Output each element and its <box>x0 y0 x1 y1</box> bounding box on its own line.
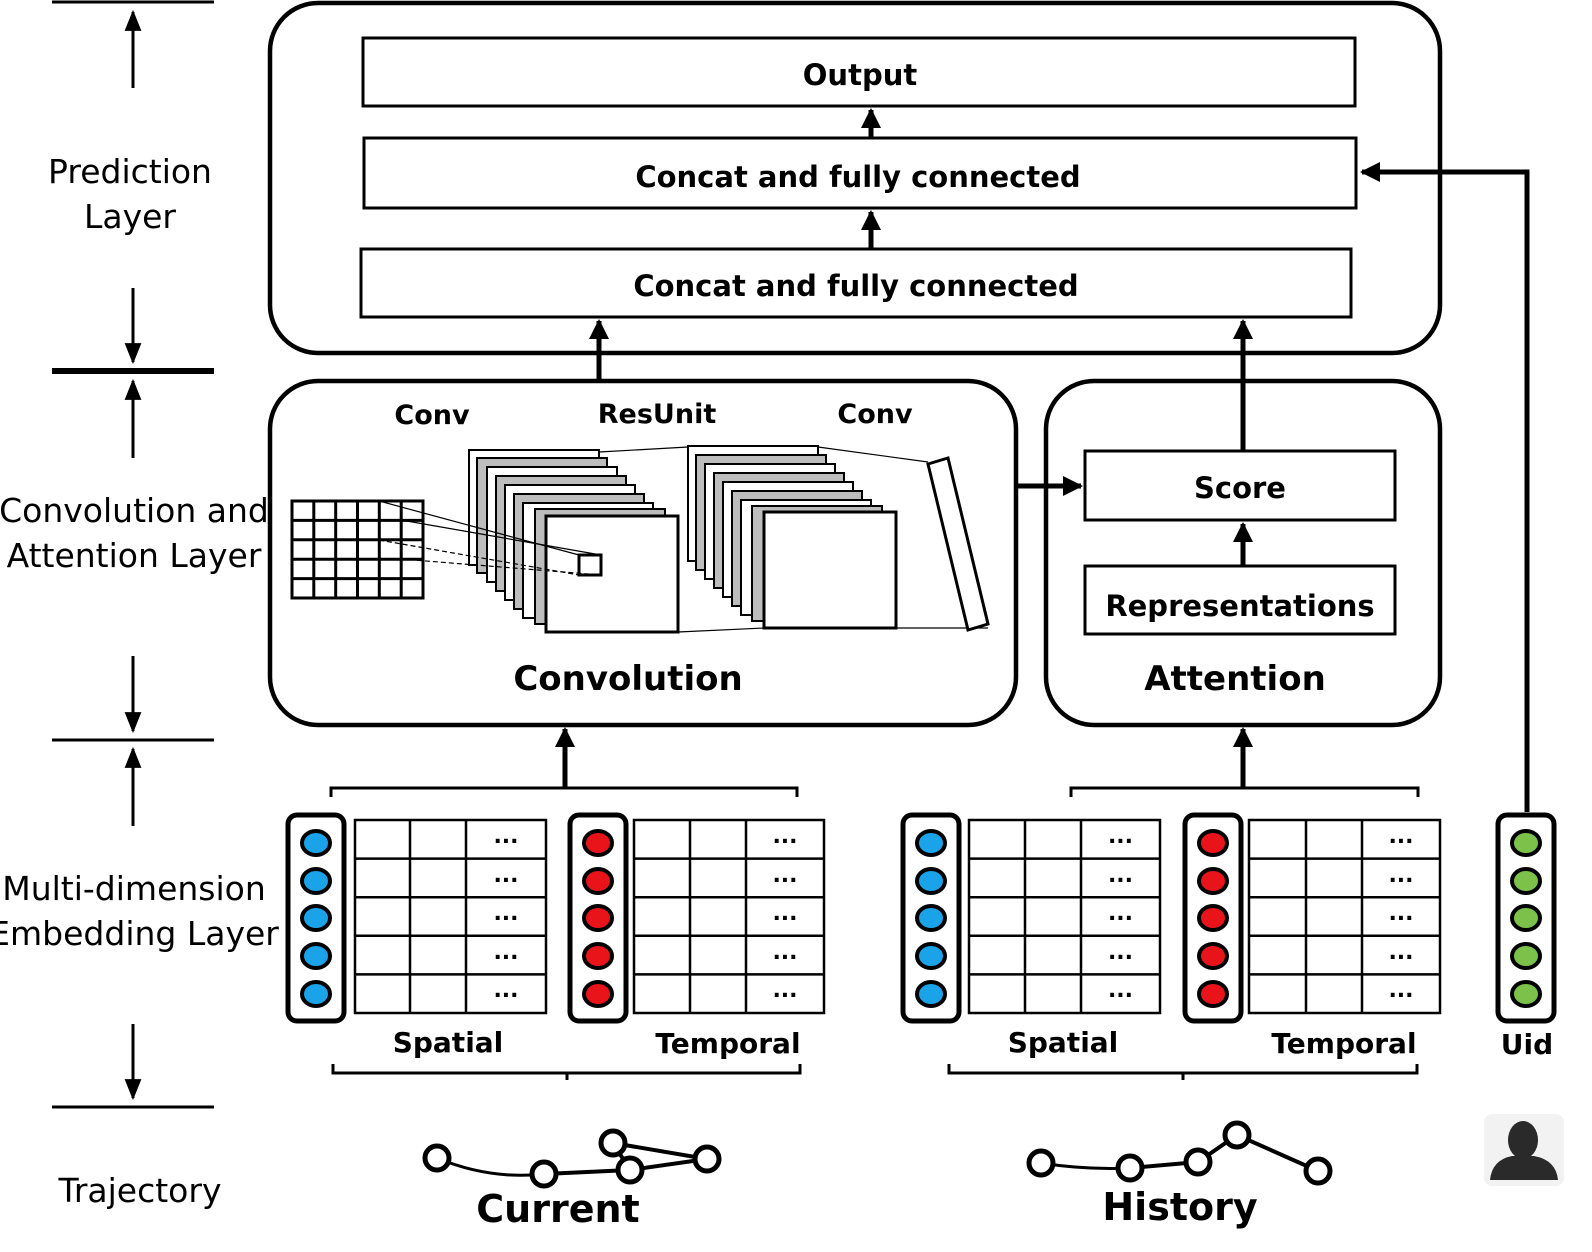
current-spatial-dot <box>300 980 332 1008</box>
feature-map-stack-1 <box>468 449 680 634</box>
history-temporal-label: Temporal <box>1271 1027 1416 1060</box>
history-temporal-table <box>1247 818 1442 1015</box>
attention-title: Attention <box>1144 659 1326 699</box>
current-spatial-ellipsis: ... <box>493 863 518 888</box>
history-spatial-ellipsis: ... <box>1108 940 1133 965</box>
history-temporal-ellipsis: ... <box>1388 863 1413 888</box>
current-spatial-dot <box>300 867 332 895</box>
history-spatial-dot <box>915 904 947 932</box>
embedding-layer-label-2: Embedding Layer <box>0 914 279 953</box>
flow-arrows <box>555 162 1530 812</box>
score-box <box>1083 449 1397 522</box>
output-label: Output <box>803 58 918 92</box>
history-spatial-dot <box>915 942 947 970</box>
layer-axis <box>52 0 214 1109</box>
current-temporal-ellipsis: ... <box>772 940 797 965</box>
embedding-layer-label-1: Multi-dimension <box>2 869 266 908</box>
history-temporal-dot <box>1197 942 1229 970</box>
current-spatial-dot <box>300 942 332 970</box>
current-spatial-label: Spatial <box>393 1026 504 1059</box>
history-spatial-ellipsis: ... <box>1108 824 1133 849</box>
current-temporal-dot <box>582 867 614 895</box>
uid-dot <box>1510 867 1542 895</box>
current-temporal-dot <box>582 829 614 857</box>
history-spatial-ellipsis: ... <box>1108 901 1133 926</box>
current-top-bracket <box>329 786 799 797</box>
representations-box <box>1083 564 1397 636</box>
current-temporal-ellipsis: ... <box>772 978 797 1003</box>
user-silhouette-icon <box>1484 1114 1564 1186</box>
current-trajectory <box>422 1128 722 1189</box>
concat-top-box <box>362 136 1358 210</box>
concat-top-label: Concat and fully connected <box>635 160 1080 194</box>
current-spatial-dot <box>300 829 332 857</box>
output-box <box>361 36 1357 108</box>
current-temporal-ellipsis: ... <box>772 863 797 888</box>
conv-right-label: Conv <box>837 399 913 430</box>
output-feature-vector <box>926 456 990 632</box>
uid-label: Uid <box>1501 1028 1553 1061</box>
current-temporal-dot <box>582 904 614 932</box>
history-spatial-ellipsis: ... <box>1108 978 1133 1003</box>
history-spatial-dot <box>915 867 947 895</box>
history-spatial-dot <box>915 980 947 1008</box>
current-temporal-dot <box>582 942 614 970</box>
score-label: Score <box>1194 471 1286 505</box>
history-trajectory <box>1026 1120 1333 1186</box>
current-spatial-dot <box>300 904 332 932</box>
conv-attention-layer-label-1: Convolution and <box>0 491 269 530</box>
convolution-title: Convolution <box>513 659 742 699</box>
history-trajectory-label: History <box>1102 1185 1257 1229</box>
conv-left-label: Conv <box>394 400 470 431</box>
concat-bottom-box <box>359 247 1353 319</box>
current-spatial-ellipsis: ... <box>493 824 518 849</box>
prediction-layer-label-2: Layer <box>84 197 176 236</box>
current-temporal-ellipsis: ... <box>772 901 797 926</box>
embedding-layer: ........................................… <box>285 786 1557 1080</box>
trajectory-layer-label: Trajectory <box>58 1171 222 1210</box>
resunit-label: ResUnit <box>598 399 717 430</box>
uid-dot <box>1510 980 1542 1008</box>
representations-label: Representations <box>1105 589 1374 623</box>
current-trajectory-label: Current <box>476 1187 639 1231</box>
history-temporal-dot <box>1197 829 1229 857</box>
uid-dot <box>1510 904 1542 932</box>
current-spatial-table <box>353 818 548 1015</box>
history-spatial-ellipsis: ... <box>1108 863 1133 888</box>
conv-attention-layer-label-2: Attention Layer <box>7 536 262 575</box>
current-temporal-label: Temporal <box>655 1027 800 1060</box>
history-bottom-bracket <box>947 1064 1419 1080</box>
current-temporal-dot <box>582 980 614 1008</box>
history-temporal-dot <box>1197 867 1229 895</box>
current-spatial-ellipsis: ... <box>493 978 518 1003</box>
history-spatial-dot <box>915 829 947 857</box>
history-temporal-ellipsis: ... <box>1388 824 1413 849</box>
uid-dot <box>1510 829 1542 857</box>
current-spatial-ellipsis: ... <box>493 901 518 926</box>
history-temporal-ellipsis: ... <box>1388 940 1413 965</box>
history-temporal-ellipsis: ... <box>1388 978 1413 1003</box>
history-top-bracket <box>1069 786 1420 797</box>
current-temporal-table <box>632 818 826 1015</box>
uid-dot <box>1510 942 1542 970</box>
feature-map-stack-2 <box>687 445 898 630</box>
current-temporal-ellipsis: ... <box>772 824 797 849</box>
history-temporal-dot <box>1197 980 1229 1008</box>
receptive-field-lines <box>378 500 602 576</box>
history-temporal-dot <box>1197 904 1229 932</box>
history-spatial-table <box>967 818 1162 1015</box>
input-grid <box>290 499 425 600</box>
history-temporal-ellipsis: ... <box>1388 901 1413 926</box>
current-bottom-bracket <box>331 1064 802 1080</box>
concat-bottom-label: Concat and fully connected <box>633 269 1078 303</box>
prediction-layer-label-1: Prediction <box>48 152 212 191</box>
history-spatial-label: Spatial <box>1008 1026 1119 1059</box>
current-spatial-ellipsis: ... <box>493 940 518 965</box>
